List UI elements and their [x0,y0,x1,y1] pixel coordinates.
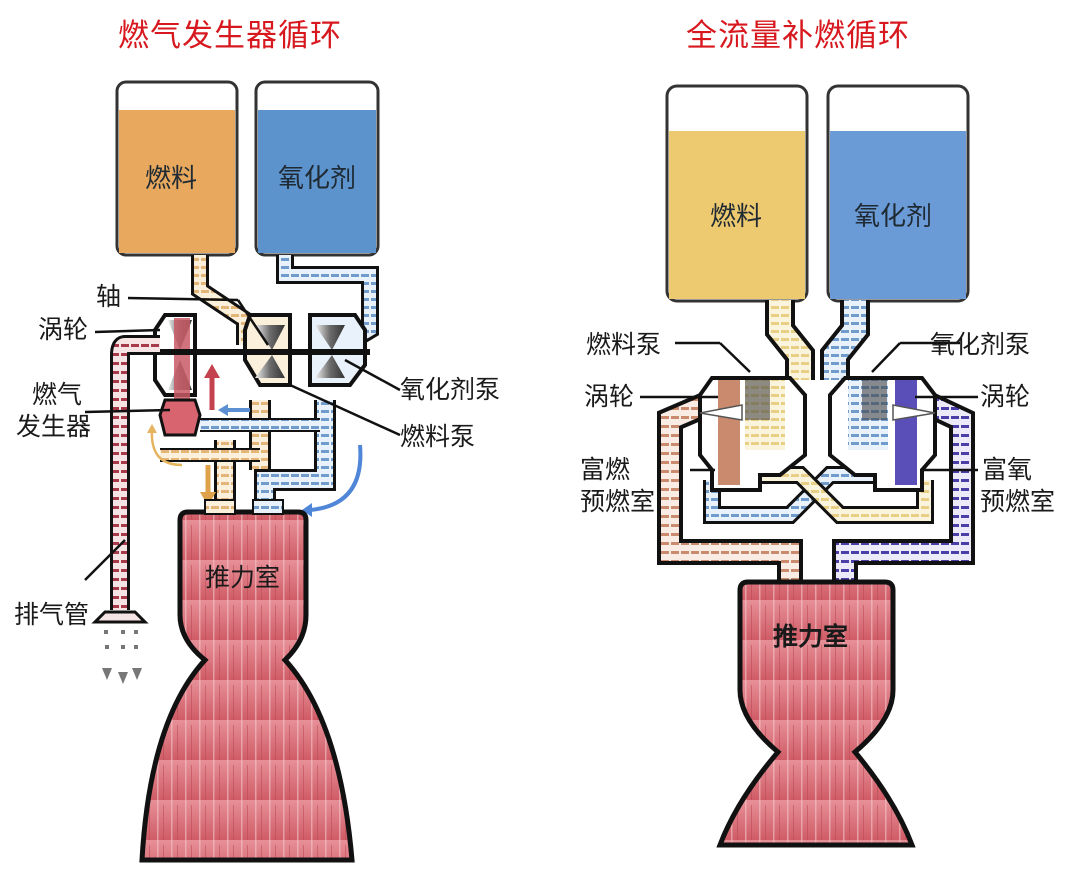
right-thrust-chamber [716,579,916,848]
right-fuel-tank-label: 燃料 [710,202,763,232]
right-fuel-rich-preburner-label-1: 富燃 [580,455,631,484]
right-oxidizer-line [820,300,870,380]
right-ox-rich-gas-line [832,393,975,590]
left-exhaust-pipe-label: 排气管 [14,600,90,629]
right-oxidizer-tank [826,84,970,303]
left-fuel-tank-label: 燃料 [145,164,198,194]
right-fuel-tank [665,84,809,303]
right-crossover-lines [703,466,934,524]
left-leader-lines [84,296,401,581]
right-oxidizer-tank-label: 氧化剂 [854,202,933,232]
left-thrust-chamber [139,509,355,863]
right-turbine-right-label: 涡轮 [980,382,1031,411]
left-fuel-tank [115,80,239,257]
right-ox-rich-preburner-label-2: 预燃室 [980,487,1056,516]
left-exhaust-pipe [91,335,160,684]
left-gas-generator-label-2: 发生器 [16,412,92,441]
right-fuel-turbopump [698,376,807,492]
right-fuel-line [765,300,815,380]
right-oxidizer-turbopump [828,376,937,492]
left-fuel-pump-label: 燃料泵 [400,422,476,451]
right-ox-rich-preburner-label-1: 富氧 [982,455,1033,484]
left-oxidizer-tank [254,80,380,257]
left-thrust-chamber-label: 推力室 [205,563,281,592]
left-fuel-line [160,255,271,510]
left-turbine-housing [153,313,202,437]
right-fuel-rich-gas-line [657,393,803,590]
left-turbine-label: 涡轮 [38,315,89,344]
left-oxidizer-tank-label: 氧化剂 [278,164,357,194]
right-leader-lines [640,341,978,472]
left-flow-arrows [147,364,363,517]
right-oxidizer-pump-label: 氧化剂泵 [930,330,1031,359]
right-thrust-chamber-label: 推力室 [773,622,849,651]
right-fuel-rich-preburner-label-2: 预燃室 [580,487,656,516]
right-diagram-title: 全流量补燃循环 [686,18,910,54]
left-shaft-label: 轴 [96,282,122,311]
right-fuel-pump-label: 燃料泵 [586,330,662,359]
right-turbine-left-label: 涡轮 [584,382,635,411]
left-gas-generator-label-1: 燃气 [32,380,83,409]
left-oxidizer-pump-label: 氧化剂泵 [400,375,501,404]
left-diagram-title: 燃气发生器循环 [118,18,342,54]
